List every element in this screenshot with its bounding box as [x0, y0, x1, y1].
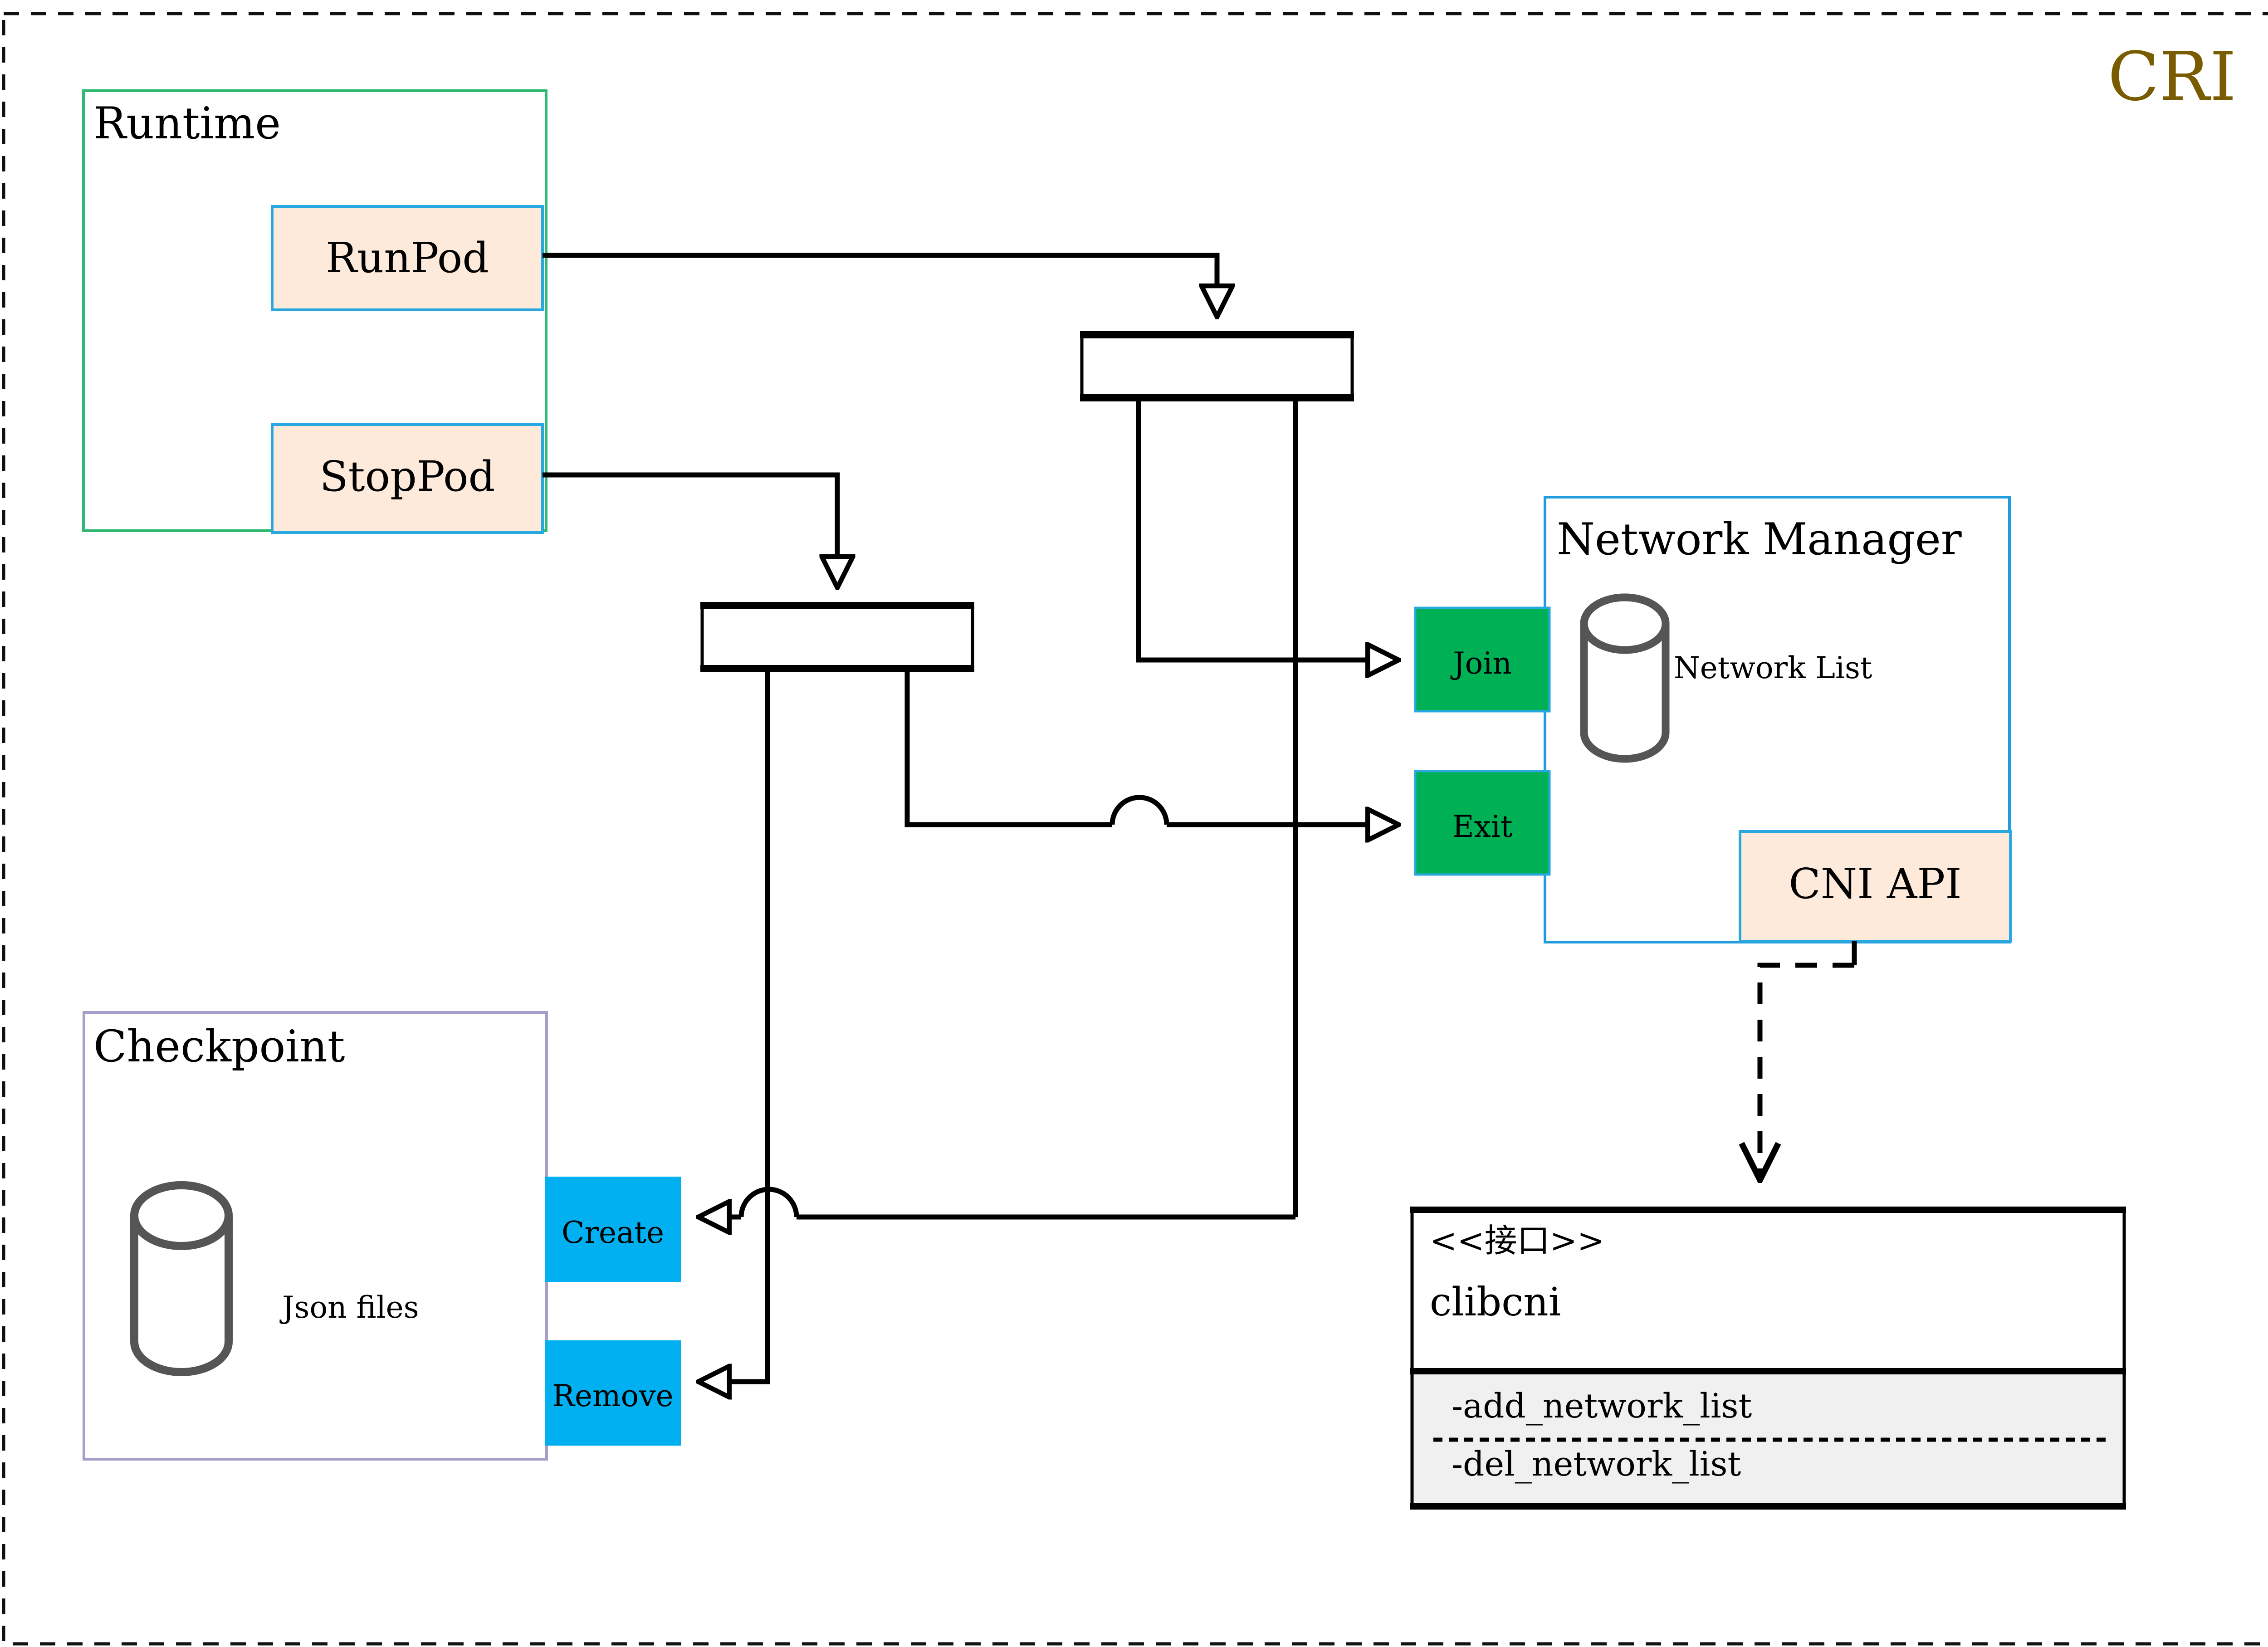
node-join[interactable] [1414, 606, 1551, 713]
edge-bottom-bar-to-remove [698, 670, 770, 1382]
group-checkpoint-label: Checkpoint [93, 1021, 345, 1072]
edge-stoppod-to-bottom-bar [543, 472, 837, 588]
network-list-label: Network List [1674, 650, 1872, 685]
json-files-label: Json files [279, 1290, 419, 1325]
node-create[interactable] [545, 1177, 681, 1282]
node-remove-label: Remove [552, 1378, 673, 1413]
edge-top-bar-to-join [1136, 399, 1399, 660]
edge-bottom-bar-to-exit [904, 670, 1399, 825]
edge-cniapi-to-clibcni [1760, 941, 1857, 1179]
line-hop-exit [1110, 795, 1169, 825]
group-network-manager-label: Network Manager [1557, 514, 1962, 565]
node-run-pod-label: RunPod [326, 234, 489, 282]
node-cni-api-label: CNI API [1789, 860, 1961, 908]
fork-bar-top [1080, 331, 1354, 401]
page-title: CRI [2108, 38, 2236, 116]
edge-runpod-to-top-bar [543, 253, 1217, 318]
fork-bar-bottom [700, 602, 974, 672]
node-run-pod[interactable] [271, 205, 544, 311]
node-remove[interactable] [545, 1340, 681, 1446]
interface-stereotype: <<接口>> [1430, 1222, 1604, 1260]
interface-operation-add: -add_network_list [1452, 1387, 1752, 1426]
node-stop-pod-label: StopPod [320, 452, 495, 501]
interface-clibcni[interactable] [1410, 1207, 2126, 1510]
node-create-label: Create [562, 1215, 664, 1250]
interface-operation-del: -del_network_list [1452, 1445, 1741, 1484]
node-cni-api[interactable] [1739, 830, 2012, 943]
page-frame [2, 12, 2268, 1646]
group-checkpoint [83, 1011, 548, 1461]
interface-name: clibcni [1430, 1280, 1561, 1325]
node-exit-label: Exit [1452, 809, 1512, 844]
node-join-label: Join [1450, 646, 1512, 681]
node-stop-pod[interactable] [271, 423, 544, 534]
network-list-store-icon [1580, 593, 1670, 763]
json-files-store-icon [130, 1181, 233, 1376]
group-runtime-label: Runtime [93, 98, 281, 149]
